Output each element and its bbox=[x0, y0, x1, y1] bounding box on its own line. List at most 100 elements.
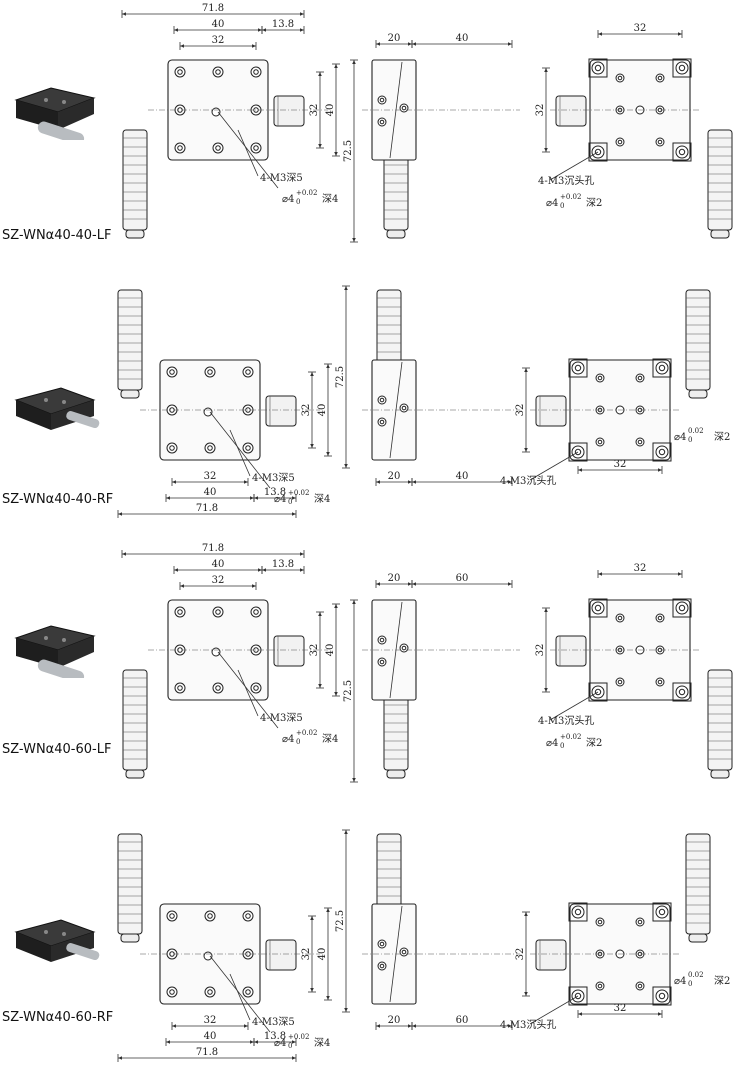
note-pin-tol: +0.02 bbox=[296, 189, 317, 197]
dim-knob-offset-label: 13.8 bbox=[272, 559, 294, 570]
dim-thickness-label: 20 bbox=[388, 1015, 401, 1026]
rear-micrometer bbox=[685, 289, 711, 391]
note-rear-pin-depth: 深2 bbox=[714, 431, 730, 443]
stage-photo-icon bbox=[14, 387, 100, 430]
dim-height-total-label: 72.5 bbox=[335, 910, 346, 932]
pin-hole bbox=[203, 407, 213, 417]
counterbore-pocket bbox=[568, 986, 588, 1006]
note-rear-pin-depth: 深2 bbox=[714, 975, 730, 987]
side-body bbox=[371, 599, 417, 701]
dim-width-total-label: 71.8 bbox=[202, 3, 224, 14]
dim-width-body-label: 40 bbox=[212, 19, 225, 30]
note-rear-pin-tol: 0.02 bbox=[688, 427, 704, 435]
dim-travel-label: 40 bbox=[456, 33, 469, 44]
note-pin: ⌀4 bbox=[274, 1038, 286, 1049]
dim-rear-hole-pitch-h-label: 32 bbox=[634, 23, 647, 34]
counterbore-pocket bbox=[652, 902, 672, 922]
counterbore-pocket bbox=[672, 142, 692, 162]
dim-height-body-label: 40 bbox=[317, 948, 328, 961]
counterbore-pocket bbox=[588, 58, 608, 78]
note-rear-pin: ⌀4 bbox=[546, 738, 558, 749]
dim-height-total-label: 72.5 bbox=[343, 140, 354, 162]
model-label: SZ-WNα40-40-RF bbox=[2, 492, 114, 507]
counterbore-pocket bbox=[588, 682, 608, 702]
dim-thickness-label: 20 bbox=[388, 471, 401, 482]
note-rear-pin-tol: +0.02 bbox=[560, 193, 581, 201]
stage-photo-icon bbox=[14, 87, 96, 145]
note-thread: 4-M3深5 bbox=[260, 712, 303, 724]
note-thread: 4-M3深5 bbox=[252, 472, 295, 484]
counterbore-pocket bbox=[652, 442, 672, 462]
dim-knob-offset-label: 13.8 bbox=[272, 19, 294, 30]
rear-micrometer bbox=[685, 833, 711, 935]
dim-width-total-label: 71.8 bbox=[196, 1047, 218, 1058]
note-rear-pin: ⌀4 bbox=[546, 198, 558, 209]
leader bbox=[529, 451, 579, 481]
lock-knob bbox=[555, 95, 587, 127]
side-body bbox=[371, 359, 417, 461]
product-photo bbox=[6, 618, 106, 683]
note-rear-pin-tol2: 0 bbox=[688, 980, 692, 988]
lock-knob bbox=[265, 939, 297, 971]
counterbore-pocket bbox=[568, 442, 588, 462]
dim-rear-hole-pitch-h-label: 32 bbox=[634, 563, 647, 574]
note-pin-depth: 深4 bbox=[322, 193, 338, 205]
note-rear-pin-tol: +0.02 bbox=[560, 733, 581, 741]
counterbore-pocket bbox=[672, 598, 692, 618]
dim-height-total-label: 72.5 bbox=[335, 366, 346, 388]
counterbore-pocket bbox=[652, 358, 672, 378]
dim-travel-label: 60 bbox=[456, 1015, 469, 1026]
lock-knob bbox=[535, 395, 567, 427]
note-thread: 4-M3深5 bbox=[260, 172, 303, 184]
note-rear-pin: ⌀4 bbox=[674, 432, 686, 443]
note-counterbore: 4-M3沉头孔 bbox=[538, 174, 594, 187]
note-pin-tol2: 0 bbox=[288, 1042, 292, 1050]
dim-width-body-label: 40 bbox=[204, 1031, 217, 1042]
dim-width-total-label: 71.8 bbox=[202, 543, 224, 554]
leader bbox=[549, 151, 599, 181]
dim-hole-pitch-v-label: 32 bbox=[309, 104, 320, 117]
dim-thickness-label: 20 bbox=[388, 33, 401, 44]
leader bbox=[237, 129, 259, 177]
dim-rear-hole-pitch-v-label: 32 bbox=[515, 948, 526, 961]
side-body bbox=[371, 59, 417, 161]
note-pin-depth: 深4 bbox=[314, 493, 330, 505]
stage-photo-icon bbox=[14, 625, 96, 683]
dim-hole-pitch-v-label: 32 bbox=[301, 948, 312, 961]
dim-rear-hole-pitch-v-label: 32 bbox=[535, 644, 546, 657]
dim-rear-hole-pitch-h-label: 32 bbox=[614, 1003, 627, 1014]
leader bbox=[209, 411, 271, 489]
rear-micrometer bbox=[707, 129, 733, 231]
leader bbox=[229, 973, 251, 1021]
micrometer bbox=[122, 129, 148, 231]
dim-width-body-label: 40 bbox=[204, 487, 217, 498]
counterbore-pocket bbox=[568, 358, 588, 378]
dim-hole-pitch-label: 32 bbox=[204, 1015, 217, 1026]
product-photo bbox=[6, 80, 106, 145]
product-photo bbox=[6, 912, 106, 972]
dim-thickness-label: 20 bbox=[388, 573, 401, 584]
counterbore-pocket bbox=[672, 58, 692, 78]
note-counterbore: 4-M3沉头孔 bbox=[500, 474, 556, 487]
dim-rear-hole-pitch-v-label: 32 bbox=[515, 404, 526, 417]
note-rear-pin-depth: 深2 bbox=[586, 737, 602, 749]
lock-knob bbox=[273, 635, 305, 667]
counterbore-pocket bbox=[672, 682, 692, 702]
dim-height-total-label: 72.5 bbox=[343, 680, 354, 702]
leader bbox=[217, 111, 279, 189]
note-pin: ⌀4 bbox=[282, 194, 294, 205]
note-counterbore: 4-M3沉头孔 bbox=[500, 1018, 556, 1031]
counterbore-pocket bbox=[568, 902, 588, 922]
leader bbox=[237, 669, 259, 717]
pin-hole bbox=[211, 647, 221, 657]
